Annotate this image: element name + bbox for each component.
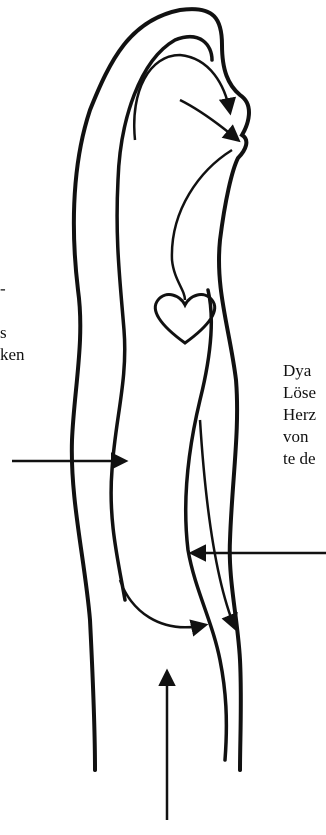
right-label-line: Dya: [283, 360, 316, 382]
left-label-line: ken: [0, 344, 25, 366]
left-label-line: s: [0, 322, 25, 344]
body-outline: [72, 9, 249, 770]
front-channel: [186, 290, 227, 760]
right-label: Dya Löse Herz von te de: [283, 360, 316, 470]
heart-icon: [155, 295, 214, 343]
back-channel: [111, 37, 212, 600]
left-label-line: -: [0, 278, 25, 300]
right-label-line: Löse: [283, 382, 316, 404]
lower-left-flow-arrow: [120, 580, 205, 627]
left-label: - s ken: [0, 278, 25, 366]
left-label-line: [0, 300, 25, 322]
right-label-line: te de: [283, 448, 316, 470]
right-label-line: Herz: [283, 404, 316, 426]
right-label-line: von: [283, 426, 316, 448]
